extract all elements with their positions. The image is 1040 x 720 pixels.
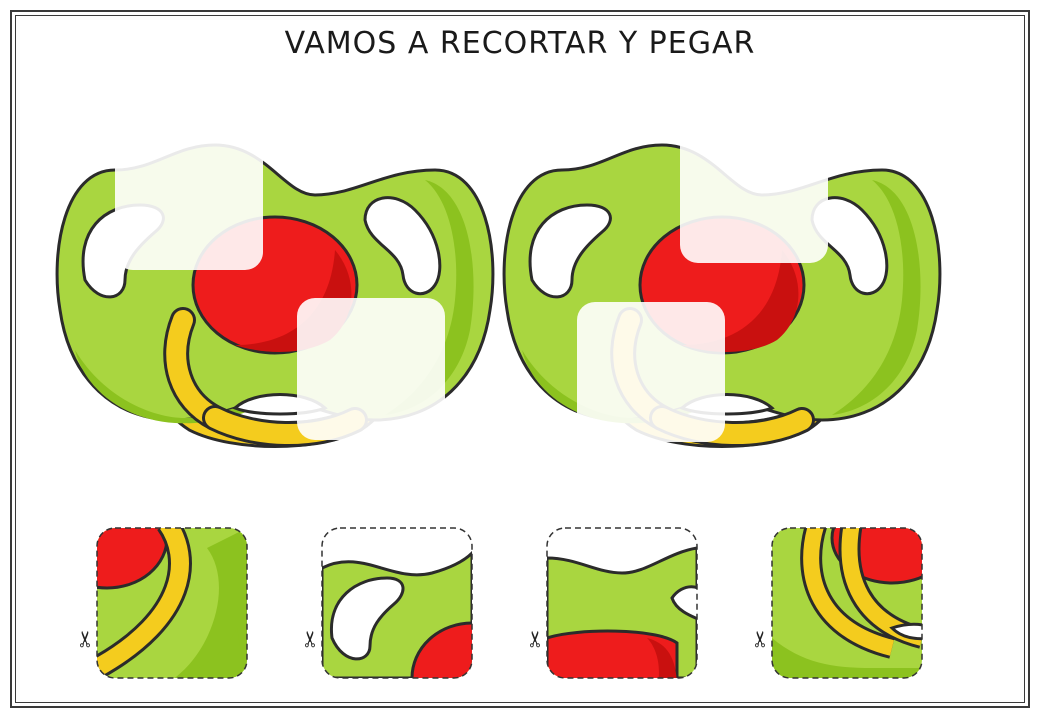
- outer-frame: [10, 10, 1030, 708]
- page-title: VAMOS A RECORTAR Y PEGAR: [284, 26, 756, 61]
- piece-3[interactable]: [546, 527, 707, 688]
- scissors-icon: ✂: [524, 629, 550, 649]
- left-slot-top: [115, 120, 263, 270]
- right-slot-bottom: [577, 302, 725, 442]
- piece-2[interactable]: [321, 527, 532, 720]
- piece-4[interactable]: [771, 493, 952, 688]
- missing-piece-slots: [115, 118, 828, 442]
- right-slot-top: [680, 118, 828, 263]
- piece-1[interactable]: [47, 488, 248, 688]
- scissors-icon: ✂: [74, 629, 100, 649]
- scissors-icon: ✂: [299, 629, 325, 649]
- left-slot-bottom: [297, 298, 445, 440]
- inner-frame: [15, 15, 1025, 703]
- scissors-icon: ✂: [749, 629, 775, 649]
